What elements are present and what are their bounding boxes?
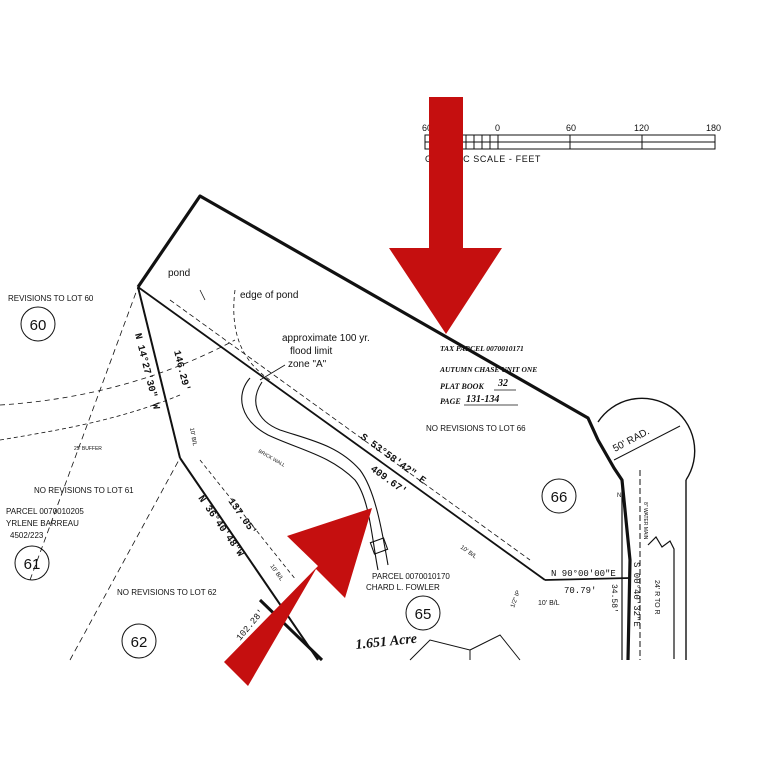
revisions-lot-60: REVISIONS TO LOT 60 — [8, 294, 94, 303]
building-outline-2 — [469, 634, 521, 661]
pond-leader — [199, 289, 206, 301]
parcel-boundary-heavy — [136, 194, 632, 661]
revisions-lot-61: NO REVISIONS TO LOT 61 — [34, 486, 134, 495]
edge-of-pond-label: edge of pond — [240, 290, 298, 301]
buffer-label: 25' BUFFER — [74, 446, 102, 452]
iron-pin-label: 1/2" IP — [510, 590, 522, 609]
parcel-61-number: PARCEL 0070010205 — [6, 507, 84, 516]
radius-label: 50' RAD. — [611, 426, 651, 454]
lot-66-circle — [541, 478, 577, 514]
brick-wall-label: BRICK WALL — [257, 449, 286, 469]
driveway-right — [255, 381, 389, 566]
pond-edge-leader — [233, 289, 271, 381]
setback-sw — [199, 459, 297, 581]
lot-61-number: 61 — [24, 556, 41, 573]
boundary-west — [137, 286, 181, 459]
lot-61-circle — [14, 545, 50, 581]
lot-markers: 60 61 62 65 66 — [14, 306, 577, 659]
lot-60-number: 60 — [30, 317, 47, 334]
cul-de-sac — [597, 397, 696, 660]
arrow-up-right-icon — [224, 508, 372, 686]
scale-tick-180: 180 — [706, 123, 721, 133]
bearing-east: S 00°40'32"E — [631, 562, 641, 627]
distance-south: 70.79' — [564, 586, 596, 596]
lot-line-60-61 — [29, 286, 139, 581]
building-outline-1 — [409, 639, 471, 661]
driveway — [241, 377, 389, 571]
setback-label-diag: 10' B/L — [459, 545, 478, 561]
building-outline — [409, 634, 521, 661]
scale-tick-0: 0 — [495, 123, 500, 133]
map-labels: pond edge of pond approximate 100 yr. fl… — [6, 268, 660, 653]
pond-label: pond — [168, 268, 190, 279]
subdivision-label: AUTUMN CHASE UNIT ONE — [439, 365, 537, 374]
page-value: 131-134 — [466, 394, 499, 405]
scale-tick-120: 120 — [634, 123, 649, 133]
parcel-61-owner: YRLENE BARREAU — [6, 519, 79, 528]
parcel-61-deed: 4502/223 — [10, 531, 44, 540]
setback-diag — [169, 299, 531, 561]
house-marker — [369, 537, 389, 555]
lot-65-number: 65 — [415, 606, 432, 623]
bearing-south: N 90°00'00"E — [551, 569, 616, 579]
cul-de-sac-arc — [597, 397, 696, 481]
arrow-down-icon — [389, 97, 502, 334]
plat-book-value: 32 — [497, 378, 508, 389]
flood-line-west — [0, 339, 236, 406]
boundary-southwest-heavy — [258, 598, 324, 662]
road-curb — [647, 536, 675, 659]
parcel-65-number: PARCEL 0070010170 — [372, 572, 450, 581]
tax-parcel-label: TAX PARCEL 0070010171 — [440, 344, 524, 353]
flood-label-line1: approximate 100 yr. — [282, 333, 370, 344]
bearing-west: N 14°27'30" W — [131, 332, 162, 411]
acreage-label: 1.651 Acre — [355, 632, 418, 653]
scale-caption: GRAPHIC SCALE - FEET — [425, 154, 541, 164]
callout-arrows — [224, 97, 502, 686]
setback-label-west: 10' B/L — [188, 427, 197, 447]
radius-leader — [613, 425, 681, 461]
scale-tick-60-left: 60 — [422, 123, 432, 133]
lot-60-circle — [20, 306, 56, 342]
lot-66-number: 66 — [551, 489, 568, 506]
lot-line-61-62 — [69, 457, 181, 661]
plat-book-label: PLAT BOOK — [440, 382, 484, 391]
distance-east: 34.58' — [609, 584, 618, 613]
flood-leader — [259, 364, 286, 381]
water-main-label: 8" WATER MAIN — [642, 502, 648, 540]
parcel-65-owner: CHARD L. FOWLER — [366, 583, 440, 592]
flood-label-line3: zone "A" — [288, 359, 327, 370]
lot-62-circle — [121, 623, 157, 659]
page-label: PAGE — [440, 397, 461, 406]
flood-label-line2: flood limit — [290, 346, 332, 357]
buffer-line — [0, 394, 181, 441]
revisions-lot-66: NO REVISIONS TO LOT 66 — [426, 424, 526, 433]
station-label: N — [617, 493, 621, 499]
boundary-south — [544, 577, 631, 581]
boundary-southwest — [179, 457, 319, 661]
driveway-left — [241, 377, 379, 571]
revisions-lot-62: NO REVISIONS TO LOT 62 — [117, 588, 217, 597]
right-of-way-label: 24' R TO R — [653, 580, 660, 615]
lot-62-number: 62 — [131, 634, 148, 651]
lot-65-circle — [405, 595, 441, 631]
scale-tick-60: 60 — [566, 123, 576, 133]
setback-lines — [0, 286, 531, 661]
distance-west: 146.29' — [170, 349, 192, 393]
lot-65-boundary — [136, 194, 632, 662]
setback-label-sw: 10' B/L — [268, 564, 284, 583]
setback-label-south: 10' B/L — [538, 600, 560, 607]
graphic-scale: 60 0 60 120 180 GRAPHIC SCALE - FEET — [422, 123, 721, 164]
boundary-diagonal — [137, 286, 546, 581]
